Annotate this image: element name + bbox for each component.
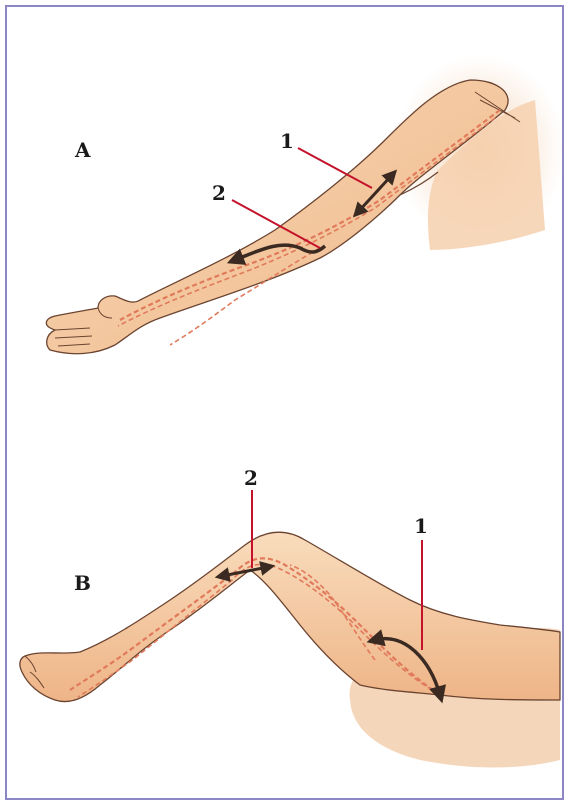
callout-a1-number: 1 [280, 129, 294, 153]
panel-a-letter: A [74, 138, 91, 162]
panel-b: B 2 1 [20, 466, 560, 768]
callout-a2-number: 2 [212, 181, 226, 205]
callout-b1-number: 1 [414, 514, 428, 538]
panel-a: A 1 2 [46, 55, 565, 354]
callout-b2-number: 2 [244, 466, 258, 490]
panel-b-letter: B [74, 571, 91, 595]
leg-shape [20, 532, 560, 701]
